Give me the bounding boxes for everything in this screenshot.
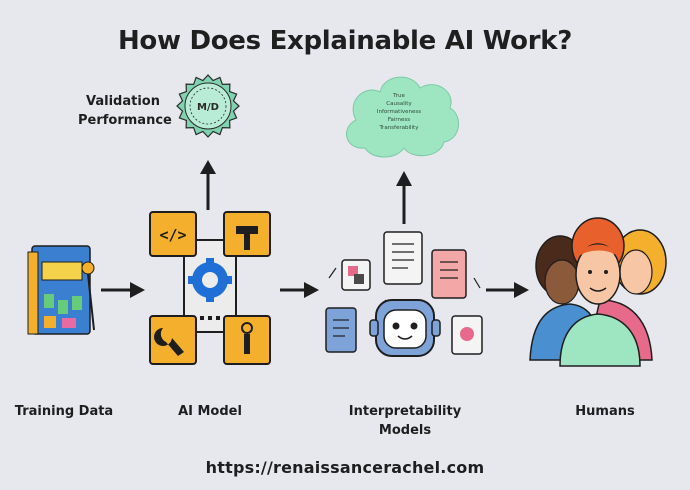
criteria-item: True (393, 93, 405, 99)
caption-ai-model: AI Model (178, 404, 242, 419)
robot-icon (369, 299, 441, 357)
caption-interp-line2: Models (378, 423, 432, 438)
caption-interp-line1: Interpretability (348, 404, 462, 419)
page-title: How Does Explainable AI Work? (117, 26, 573, 56)
criteria-list: True Causality Informativeness Fairness … (356, 92, 442, 132)
arrow-to-cloud-icon (396, 171, 412, 224)
arrow-training-to-model-icon (101, 282, 145, 298)
training-data-book-icon (27, 245, 95, 335)
humans-icon (529, 217, 667, 367)
svg-text:</>: </> (159, 226, 186, 244)
validation-performance-label: Validation Performance (78, 92, 172, 130)
ai-model-icon: </> (149, 211, 271, 365)
criteria-item: Causality (386, 101, 412, 107)
validation-label-line1: Validation (86, 94, 160, 109)
criteria-item: Fairness (387, 117, 411, 123)
arrow-to-validation-icon (200, 160, 216, 210)
interpretability-models-icon (325, 231, 483, 355)
source-url: https://renaissancerachel.com (205, 458, 485, 477)
validation-seal-icon: M/D (176, 74, 240, 138)
criteria-item: Informativeness (376, 109, 422, 115)
validation-label-line2: Performance (78, 113, 172, 128)
caption-training-data: Training Data (14, 404, 114, 419)
caption-interpretability-models: Interpretability Models (330, 402, 480, 440)
criteria-item: Transferability (379, 125, 419, 131)
arrow-model-to-interp-icon (280, 282, 319, 298)
arrow-interp-to-humans-icon (486, 282, 529, 298)
caption-humans: Humans (575, 404, 635, 419)
criteria-cloud-icon (346, 76, 459, 158)
seal-text: M/D (197, 102, 219, 113)
